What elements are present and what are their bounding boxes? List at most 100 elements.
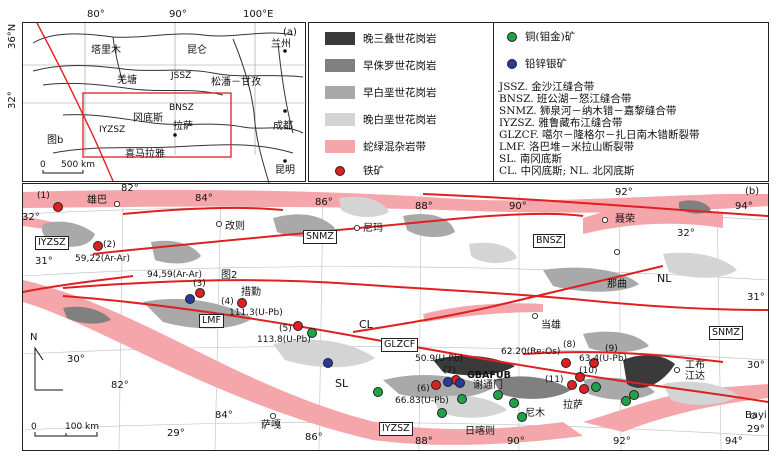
lon-top-84: 84° <box>195 193 213 204</box>
copper-deposit-f-icon <box>621 396 631 406</box>
legend-swatch-late-cretaceous <box>325 113 355 126</box>
place-chengdu: 成都 <box>273 121 293 132</box>
region-sl: SL <box>335 377 349 390</box>
legend-label-early-cretaceous: 早白垩世花岗岩 <box>363 87 437 99</box>
copper-deposit-d-icon <box>517 412 527 422</box>
deposit-label-7: (7) <box>443 366 456 376</box>
copper-deposit-g-icon <box>629 390 639 400</box>
legend-label-iron: 铁矿 <box>363 165 384 177</box>
iron-deposit-5-icon <box>293 321 303 331</box>
index-map-label: (a) <box>283 27 297 38</box>
legend-panel: 晚三叠世花岗岩 早侏罗世花岗岩 早白垩世花岗岩 晚白垩世花岗岩 蛇绿混杂岩带 铁… <box>308 22 769 182</box>
copper-deposit-5-icon <box>307 328 317 338</box>
copper-deposit-e-icon <box>591 382 601 392</box>
lat-left-32: 32° <box>22 212 40 223</box>
abbrev-lmf: LMF. 洛巴堆－米拉山断裂带 <box>499 141 635 153</box>
scale-b-100km: 100 km <box>65 422 100 432</box>
legend-label-early-jurassic: 早侏罗世花岗岩 <box>363 60 437 72</box>
deposit-label-11: (11) <box>545 375 564 385</box>
place-fig-b: 图b <box>47 135 64 146</box>
abbrev-cl-nl: CL. 中冈底斯; NL. 北冈底斯 <box>499 165 635 177</box>
deposit-label-6: (6) <box>417 384 430 394</box>
lat-left-30: 30° <box>67 354 85 365</box>
copper-deposit-6-icon <box>437 408 447 418</box>
iron-deposit-3-icon <box>195 288 205 298</box>
city-lhasa: 拉萨 <box>563 400 583 411</box>
main-map-label: (b) <box>745 186 760 197</box>
place-bnsz: BNSZ <box>169 103 194 113</box>
place-lhasa: 拉萨 <box>173 121 193 132</box>
north-arrow-icon <box>34 346 63 391</box>
zone-iyzsz-west: IYZSZ <box>35 236 69 250</box>
city-naqu: 那曲 <box>607 279 627 290</box>
lon-bottom-84: 84° <box>215 410 233 421</box>
abbrev-jssz: JSSZ. 金沙江缝合带 <box>499 81 595 93</box>
scale-500km: 500 km <box>61 160 96 170</box>
deposit-label-9: (9) <box>605 344 618 354</box>
city-xietongmen: 谢通门 <box>473 380 503 391</box>
abbrev-iyzsz: IYZSZ. 雅鲁藏布江缝合带 <box>499 117 623 129</box>
lat-right-29: 29° <box>747 424 765 435</box>
lon-bottom-82: 82° <box>111 380 129 391</box>
lon-top-90: 90° <box>509 201 527 212</box>
legend-label-late-cretaceous: 晚白垩世花岗岩 <box>363 114 437 126</box>
deposit-label-1: (1) <box>37 191 50 201</box>
legend-swatch-early-jurassic <box>325 59 355 72</box>
legend-swatch-ophiolite <box>325 140 355 153</box>
lat-right-32: 32° <box>677 228 695 239</box>
lon-bottom-88: 88° <box>415 436 433 447</box>
legend-label-late-triassic: 晚三叠世花岗岩 <box>363 33 437 45</box>
zone-iyzsz-east: IYZSZ <box>379 422 413 436</box>
lon-bottom-86: 86° <box>305 432 323 443</box>
place-iyzsz: IYZSZ <box>99 125 126 135</box>
legend-copper-icon <box>507 32 517 42</box>
scale-b-zero: 0 <box>31 422 37 432</box>
legend-label-copper: 铜(钼金)矿 <box>525 31 576 43</box>
legend-iron-icon <box>335 166 345 176</box>
deposit-age-9: 63.4(U-Pb) <box>579 354 628 364</box>
city-rikaze: 日喀则 <box>465 426 495 437</box>
main-map-graphic <box>23 190 768 450</box>
deposit-label-8: (8) <box>563 340 576 350</box>
region-nl: NL <box>657 272 672 285</box>
iron-deposit-6-icon <box>431 380 441 390</box>
legend-label-leadzinc: 铅锌银矿 <box>525 58 567 70</box>
iron-deposit-11b-icon <box>579 384 589 394</box>
zone-gbafub: GBAFUB <box>467 370 511 381</box>
place-jssz: JSSZ <box>171 71 192 81</box>
legend-divider <box>493 23 494 181</box>
lon-top-94: 94° <box>735 201 753 212</box>
index-map-panel: 80° 90° 100°E 36°N 32° (a) 塔里木 昆仑 兰州 羌塘 … <box>7 9 307 183</box>
copper-deposit-b-icon <box>493 390 503 400</box>
granite-bodies <box>41 196 739 418</box>
copper-deposit-7-icon <box>457 394 467 404</box>
zone-snmz-west: SNMZ <box>303 230 337 244</box>
iron-deposit-4-icon <box>237 298 247 308</box>
abbrev-glzcf: GLZCF. 噶尔－隆格尔－扎日南木错断裂带 <box>499 129 700 141</box>
lon-bottom-90: 90° <box>507 436 525 447</box>
legend-swatch-late-triassic <box>325 32 355 45</box>
leadzinc-deposit-3-icon <box>185 294 195 304</box>
north-label: N <box>30 332 38 343</box>
place-lanzhou: 兰州 <box>271 39 291 50</box>
deposit-age-4: 111.3(U-Pb) <box>229 308 283 318</box>
city-nima: 尼玛 <box>363 223 383 234</box>
city-dangxiong: 当雄 <box>541 320 561 331</box>
suture-lines <box>23 193 768 403</box>
leadzinc-deposit-7a-icon <box>443 377 453 387</box>
iron-deposit-8-icon <box>561 358 571 368</box>
lat-left-31: 31° <box>35 256 53 267</box>
lat-right-30: 30° <box>747 360 765 371</box>
deposit-label-2: (2) <box>103 240 116 250</box>
lon-bottom-92: 92° <box>613 436 631 447</box>
deposit-label-3: (3) <box>193 279 206 289</box>
city-nierong: 聂荣 <box>615 214 635 225</box>
place-tarim: 塔里木 <box>91 45 121 56</box>
lat-label-36: 36°N <box>7 23 18 49</box>
deposit-age-8: 62.20(Re-Os) <box>501 347 561 357</box>
city-saga: 萨嘎 <box>261 420 281 431</box>
lon-top-92: 92° <box>615 187 633 198</box>
zone-lmf: LMF <box>199 314 224 328</box>
city-nimu: 尼木 <box>525 408 545 419</box>
copper-deposit-c-icon <box>509 398 519 408</box>
